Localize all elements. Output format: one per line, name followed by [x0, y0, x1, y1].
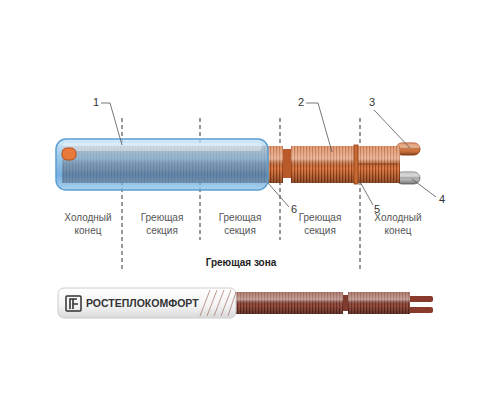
section-divider	[360, 118, 361, 272]
callout-number: 2	[294, 96, 308, 110]
zone-label: Греющая зона	[186, 257, 296, 270]
brand-logo	[66, 296, 81, 311]
section-label: Греющая секция	[210, 212, 270, 237]
brand-name: РОСТЕПЛОКОМФОРТ	[86, 297, 226, 310]
leader-line	[268, 183, 289, 207]
callout-number: 4	[435, 193, 449, 207]
product-coil	[228, 292, 410, 314]
section-label: Греющая секция	[132, 212, 192, 237]
coil-notch	[283, 144, 291, 185]
callout-number: 1	[89, 96, 103, 110]
brand-logo	[70, 299, 78, 309]
product-spiral	[228, 292, 236, 316]
lead-split	[358, 164, 398, 165]
leader-line	[374, 110, 410, 148]
coil-ring	[354, 145, 358, 184]
callout-number: 3	[365, 96, 379, 110]
section-label: Холодный конец	[58, 212, 118, 237]
product-notch	[343, 291, 348, 315]
coil-notch	[283, 149, 291, 178]
leader-line	[306, 103, 332, 152]
end-cap	[62, 148, 76, 160]
product-notch	[343, 295, 348, 311]
insulation-sleeve	[56, 139, 268, 190]
sleeve-highlight	[62, 143, 262, 151]
leader-line	[359, 180, 373, 205]
product-coil-shading	[228, 292, 410, 314]
product-sheath	[58, 288, 236, 318]
section-label: Холодный конец	[368, 212, 428, 237]
brand-logo	[66, 296, 81, 311]
product-spiral	[200, 290, 236, 316]
leader-line	[101, 103, 122, 145]
section-label: Греющая секция	[290, 212, 350, 237]
leader-line	[101, 103, 436, 207]
leader-line	[412, 179, 436, 197]
